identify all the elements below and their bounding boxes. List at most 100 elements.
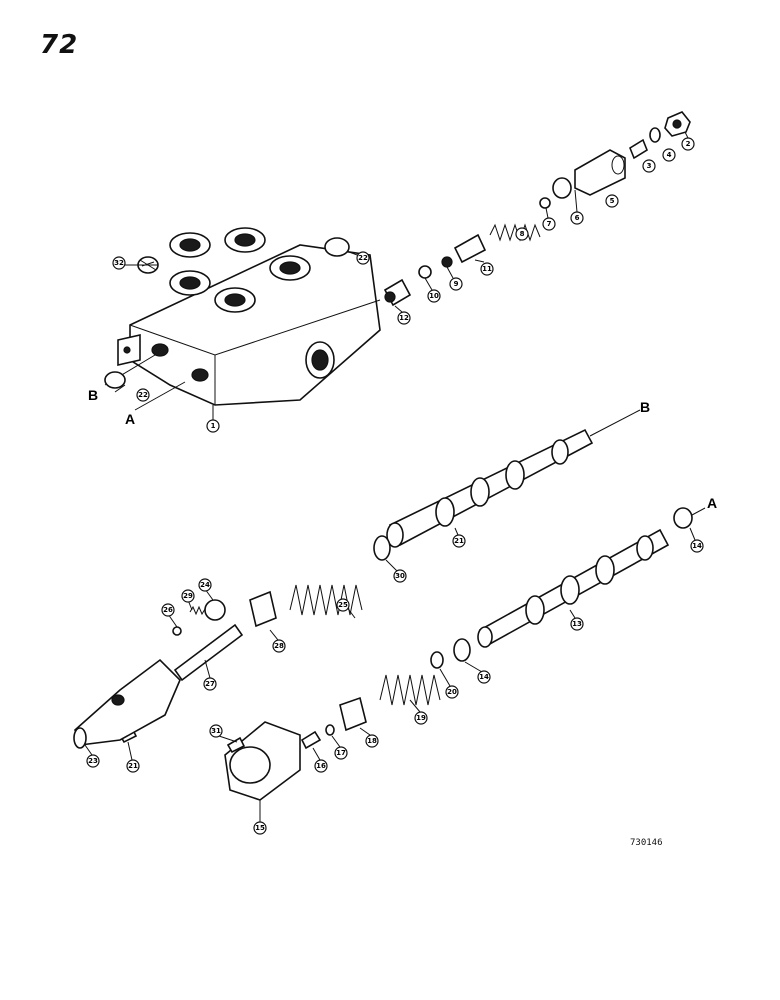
svg-text:20: 20	[447, 688, 457, 696]
callout-7: 7	[542, 217, 556, 231]
spring-part-29	[189, 605, 206, 616]
spool-part-13	[477, 528, 670, 648]
marker-b-spool: B	[640, 399, 650, 415]
callout-5: 5	[605, 194, 619, 208]
svg-text:30: 30	[395, 572, 405, 580]
svg-text:14: 14	[479, 673, 489, 681]
svg-text:22: 22	[358, 254, 368, 262]
svg-text:25: 25	[338, 601, 348, 609]
svg-text:6: 6	[575, 214, 580, 222]
detent-part-27	[173, 623, 244, 682]
o-ring-part-14-left	[453, 638, 471, 662]
o-ring-part-22-top	[324, 237, 350, 257]
svg-text:22: 22	[138, 391, 148, 399]
svg-text:32: 32	[114, 259, 124, 267]
svg-text:28: 28	[274, 642, 284, 650]
callout-12: 12	[397, 311, 411, 325]
callout-14-right: 14	[690, 539, 704, 553]
valve-body-part	[117, 227, 381, 406]
svg-text:19: 19	[416, 714, 426, 722]
callout-14-left: 14	[477, 670, 491, 684]
svg-text:26: 26	[163, 606, 173, 614]
svg-text:2: 2	[686, 140, 691, 148]
svg-text:14: 14	[692, 542, 702, 550]
collar-part-18	[339, 696, 367, 732]
bolt-part-16	[300, 730, 322, 750]
callout-11: 11	[480, 262, 494, 276]
callout-32: 32	[112, 256, 126, 270]
svg-text:23: 23	[88, 757, 98, 765]
svg-text:21: 21	[454, 537, 464, 545]
callout-3: 3	[642, 159, 656, 173]
callout-15: 15	[253, 821, 267, 835]
svg-text:4: 4	[667, 151, 672, 159]
callout-21-spool: 21	[452, 534, 466, 548]
spring-part-19	[379, 674, 441, 706]
callout-23: 23	[86, 754, 100, 768]
drawing-id: 730146	[630, 838, 663, 848]
callout-1: 1	[206, 419, 220, 433]
callout-18: 18	[365, 734, 379, 748]
svg-text:17: 17	[336, 749, 346, 757]
svg-text:29: 29	[183, 592, 193, 600]
spring-part-25	[289, 584, 363, 616]
bolt-part-31-upper	[226, 736, 246, 754]
callout-30: 30	[393, 569, 407, 583]
o-ring-part-14-right	[673, 507, 693, 529]
cap-part-15	[224, 721, 301, 801]
svg-text:10: 10	[429, 292, 439, 300]
washer-part-30	[373, 535, 391, 561]
callout-10: 10	[427, 289, 441, 303]
callout-22-top: 22	[356, 251, 370, 265]
callout-13: 13	[570, 617, 584, 631]
marker-a-body: A	[125, 411, 135, 427]
o-ring-part-22-left	[104, 371, 126, 389]
callout-27: 27	[203, 677, 217, 691]
washer-part-20	[430, 651, 444, 669]
callout-29: 29	[181, 589, 195, 603]
callout-9: 9	[449, 277, 463, 291]
svg-text:24: 24	[200, 581, 210, 589]
callout-25: 25	[336, 598, 350, 612]
svg-text:1: 1	[211, 422, 216, 430]
callout-20: 20	[445, 685, 459, 699]
collar-part-28	[249, 590, 277, 628]
callout-6: 6	[570, 211, 584, 225]
ball-part-26	[172, 626, 182, 636]
svg-text:15: 15	[255, 824, 265, 832]
plug-part-24	[204, 599, 226, 621]
washer-part-17	[325, 724, 335, 736]
svg-text:21: 21	[128, 762, 138, 770]
svg-text:16: 16	[316, 762, 326, 770]
callout-17: 17	[334, 746, 348, 760]
callout-2: 2	[681, 137, 695, 151]
callout-16: 16	[314, 759, 328, 773]
svg-text:13: 13	[572, 620, 582, 628]
marker-b-body: B	[88, 387, 98, 403]
callout-28: 28	[272, 639, 286, 653]
leader-lines	[84, 131, 696, 822]
svg-text:12: 12	[399, 314, 409, 322]
callout-26: 26	[161, 603, 175, 617]
svg-text:18: 18	[367, 737, 377, 745]
page-number: 72	[40, 30, 79, 60]
relief-valve-parts	[383, 111, 691, 307]
callout-31: 31	[209, 724, 223, 738]
callout-19: 19	[414, 711, 428, 725]
svg-text:5: 5	[610, 197, 615, 205]
svg-text:27: 27	[205, 680, 215, 688]
svg-text:3: 3	[647, 162, 652, 170]
svg-text:11: 11	[482, 265, 492, 273]
svg-text:31: 31	[211, 727, 221, 735]
callout-24: 24	[198, 578, 212, 592]
callout-8: 8	[515, 227, 529, 241]
callout-22-left: 22	[136, 388, 150, 402]
marker-a-spool: A	[707, 495, 717, 511]
housing-part-23	[73, 658, 181, 749]
callout-21-bolt: 21	[126, 759, 140, 773]
spool-part-21	[386, 409, 641, 548]
svg-text:7: 7	[547, 220, 552, 228]
svg-text:8: 8	[520, 230, 525, 238]
svg-text:9: 9	[454, 280, 459, 288]
